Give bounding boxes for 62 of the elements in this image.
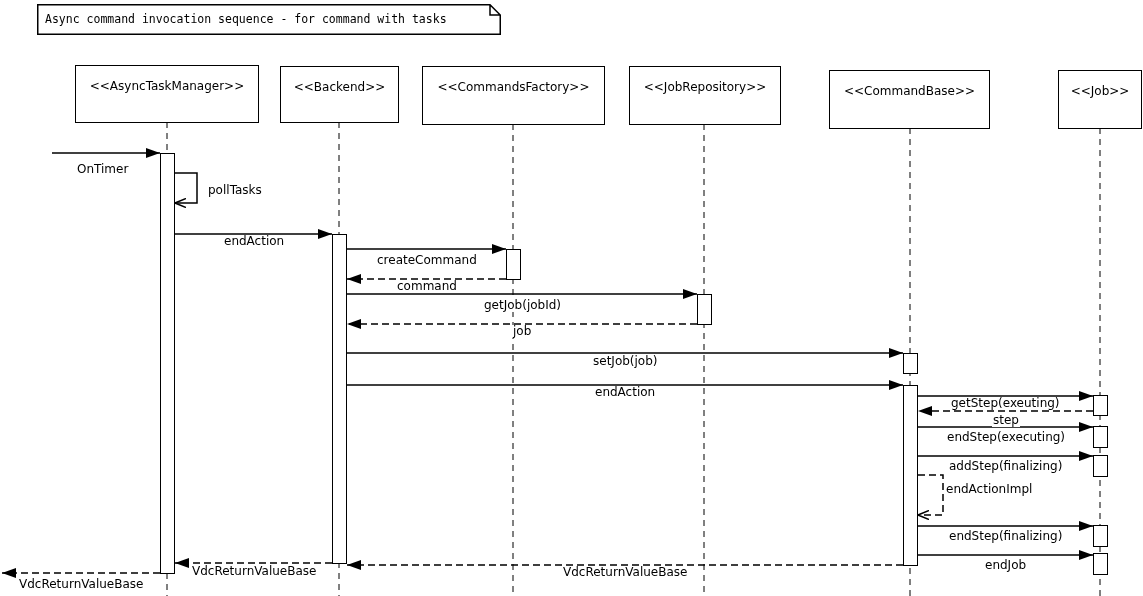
message-label: VdcReturnValueBase (191, 565, 318, 578)
participant-name: <<AsyncTaskManager>> (89, 79, 245, 93)
message-label: endAction (594, 386, 657, 399)
title-text: Async command invocation sequence - for command with tasks (45, 13, 447, 26)
message-label: endStep(executing) (946, 431, 1067, 444)
activation-bar (697, 294, 712, 325)
activation-bar (1093, 455, 1108, 477)
message-arrow (174, 229, 333, 239)
message-label: job (512, 325, 533, 338)
participant-name: <<CommandsFactory>> (437, 80, 590, 94)
participant-name: <<JobRepository>> (643, 80, 767, 94)
message-arrow (917, 391, 1094, 401)
message-label: setJob(job) (592, 355, 659, 368)
self-message-arrow (174, 172, 198, 209)
message-label: endActionImpl (945, 483, 1034, 496)
self-message-arrow (917, 474, 944, 521)
return-arrow (917, 406, 1094, 416)
message-label: command (396, 280, 458, 293)
participant-name: <<Job>> (1070, 84, 1130, 98)
activation-bar (1093, 395, 1108, 416)
activation-bar (506, 249, 521, 280)
activation-bar (332, 234, 347, 564)
message-arrow (917, 550, 1094, 560)
message-arrow (346, 380, 904, 390)
participant-box (1058, 70, 1142, 129)
message-label: OnTimer (76, 163, 130, 176)
return-arrow (1, 568, 161, 578)
participant-name: <<Backend>> (293, 80, 386, 94)
return-arrow (346, 560, 904, 570)
message-label: pollTasks (207, 184, 263, 197)
return-arrow (174, 558, 333, 568)
return-arrow (346, 274, 507, 284)
activation-bar (1093, 553, 1108, 575)
message-label: getStep(exeuting) (950, 397, 1061, 410)
message-arrow (346, 348, 904, 358)
participant-box (422, 66, 605, 125)
message-label: endAction (223, 235, 286, 248)
message-label: addStep(finalizing) (948, 460, 1064, 473)
message-label: endJob (984, 559, 1028, 572)
message-label: step (992, 414, 1020, 427)
participant-box (829, 70, 990, 129)
message-label: endStep(finalizing) (948, 530, 1064, 543)
activation-bar (903, 385, 918, 566)
message-arrow (51, 148, 161, 158)
participant-box (280, 66, 399, 123)
participant-name: <<CommandBase>> (843, 84, 976, 98)
message-arrow (346, 244, 507, 254)
participant-box (75, 65, 259, 123)
participant-box (629, 66, 781, 125)
activation-bar (903, 353, 918, 374)
message-label: VdcReturnValueBase (562, 566, 689, 579)
return-arrow (346, 319, 698, 329)
message-arrow (917, 521, 1094, 531)
activation-bar (160, 153, 175, 574)
message-arrow (917, 422, 1094, 432)
message-label: createCommand (376, 254, 478, 267)
message-arrow (346, 289, 698, 299)
activation-bar (1093, 525, 1108, 547)
message-label: getJob(jobId) (483, 299, 562, 312)
message-arrow (917, 451, 1094, 461)
message-label: VdcReturnValueBase (18, 578, 145, 591)
activation-bar (1093, 426, 1108, 448)
